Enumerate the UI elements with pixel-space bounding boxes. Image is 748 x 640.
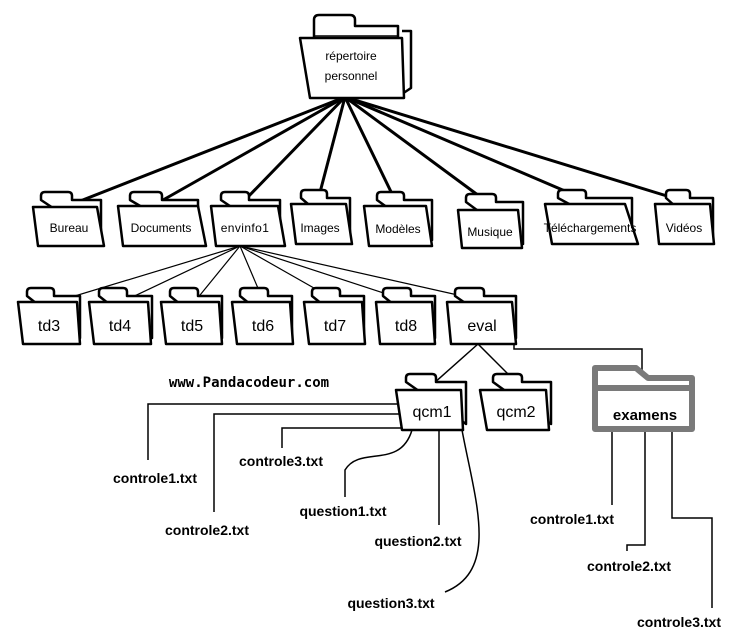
folder-icon — [653, 188, 716, 246]
folder-icon — [394, 372, 468, 432]
folder-label: td6 — [252, 318, 274, 335]
file-controle1[interactable]: controle1.txt — [113, 470, 197, 486]
folder-icon — [31, 190, 106, 248]
file-controle3[interactable]: controle3.txt — [637, 614, 721, 630]
file-controle3[interactable]: controle3.txt — [239, 453, 323, 469]
watermark-text: www.Pandacodeur.com — [169, 375, 329, 391]
folder-label: examens — [613, 407, 677, 424]
folder-icon — [543, 188, 640, 246]
folder-label-line2: personnel — [325, 69, 378, 83]
folder-icon — [592, 365, 695, 432]
folder-label: td4 — [109, 318, 131, 335]
folder-icon — [116, 190, 208, 248]
file-question1[interactable]: question1.txt — [299, 503, 386, 519]
folder-label: envinfo1 — [221, 221, 270, 235]
folder-label: td5 — [181, 318, 203, 335]
folder-label: td7 — [324, 318, 346, 335]
folder-qcm1[interactable]: qcm1 — [394, 372, 468, 432]
folder-telechargements[interactable]: Téléchargements — [543, 188, 640, 246]
folder-qcm2[interactable]: qcm2 — [478, 372, 553, 432]
file-controle2[interactable]: controle2.txt — [587, 558, 671, 574]
folder-label: Documents — [131, 221, 192, 235]
folder-td5[interactable]: td5 — [159, 286, 224, 346]
folder-envinfo1[interactable]: envinfo1 — [209, 190, 287, 248]
folder-label: Bureau — [50, 221, 89, 235]
file-question3[interactable]: question3.txt — [347, 595, 434, 611]
folder-label: Images — [300, 221, 339, 235]
folder-icon — [289, 188, 354, 246]
folder-icon — [230, 286, 295, 346]
folder-label: Vidéos — [666, 221, 702, 235]
folder-td7[interactable]: td7 — [302, 286, 367, 346]
folder-bureau[interactable]: Bureau — [31, 190, 106, 248]
folder-label: Musique — [467, 225, 513, 239]
examens-files: controle1.txt controle2.txt controle3.tx… — [530, 511, 721, 630]
folder-icon — [209, 190, 287, 248]
folder-icon — [87, 286, 154, 346]
folder-images[interactable]: Images — [289, 188, 354, 246]
folder-label: Téléchargements — [544, 221, 637, 235]
folder-documents[interactable]: Documents — [116, 190, 208, 248]
folder-label: Modèles — [375, 222, 420, 236]
folder-icon — [298, 13, 413, 100]
folder-icon — [456, 192, 525, 250]
folder-td6[interactable]: td6 — [230, 286, 295, 346]
folder-icon — [159, 286, 224, 346]
examens-connectors — [611, 430, 713, 608]
connector-lines — [54, 95, 713, 608]
file-question2[interactable]: question2.txt — [374, 533, 461, 549]
folder-label: td3 — [38, 318, 60, 335]
folder-icon — [478, 372, 553, 432]
folder-td4[interactable]: td4 — [87, 286, 154, 346]
folder-td8[interactable]: td8 — [374, 286, 437, 346]
folder-label: td8 — [395, 318, 417, 335]
file-controle2[interactable]: controle2.txt — [165, 522, 249, 538]
folder-modeles[interactable]: Modèles — [362, 190, 434, 248]
root-connectors — [69, 95, 681, 207]
qcm1-files: controle1.txt controle2.txt controle3.tx… — [113, 453, 462, 611]
folder-label: qcm2 — [496, 404, 535, 421]
folder-label: eval — [467, 318, 496, 335]
folder-icon — [362, 190, 434, 248]
folder-icon — [16, 286, 82, 346]
folder-icon — [374, 286, 437, 346]
folder-icon — [445, 286, 518, 346]
file-controle1[interactable]: controle1.txt — [530, 511, 614, 527]
folder-repertoire-personnel[interactable]: répertoire personnel — [298, 13, 413, 100]
folder-musique[interactable]: Musique — [456, 192, 525, 250]
folder-icon — [302, 286, 367, 346]
folder-examens[interactable]: examens — [592, 365, 695, 432]
folder-label: qcm1 — [412, 404, 451, 421]
folder-eval[interactable]: eval — [445, 286, 518, 346]
qcm1-connectors — [147, 403, 480, 593]
folder-videos[interactable]: Vidéos — [653, 188, 716, 246]
folder-td3[interactable]: td3 — [16, 286, 82, 346]
folder-label-line1: répertoire — [325, 49, 377, 63]
